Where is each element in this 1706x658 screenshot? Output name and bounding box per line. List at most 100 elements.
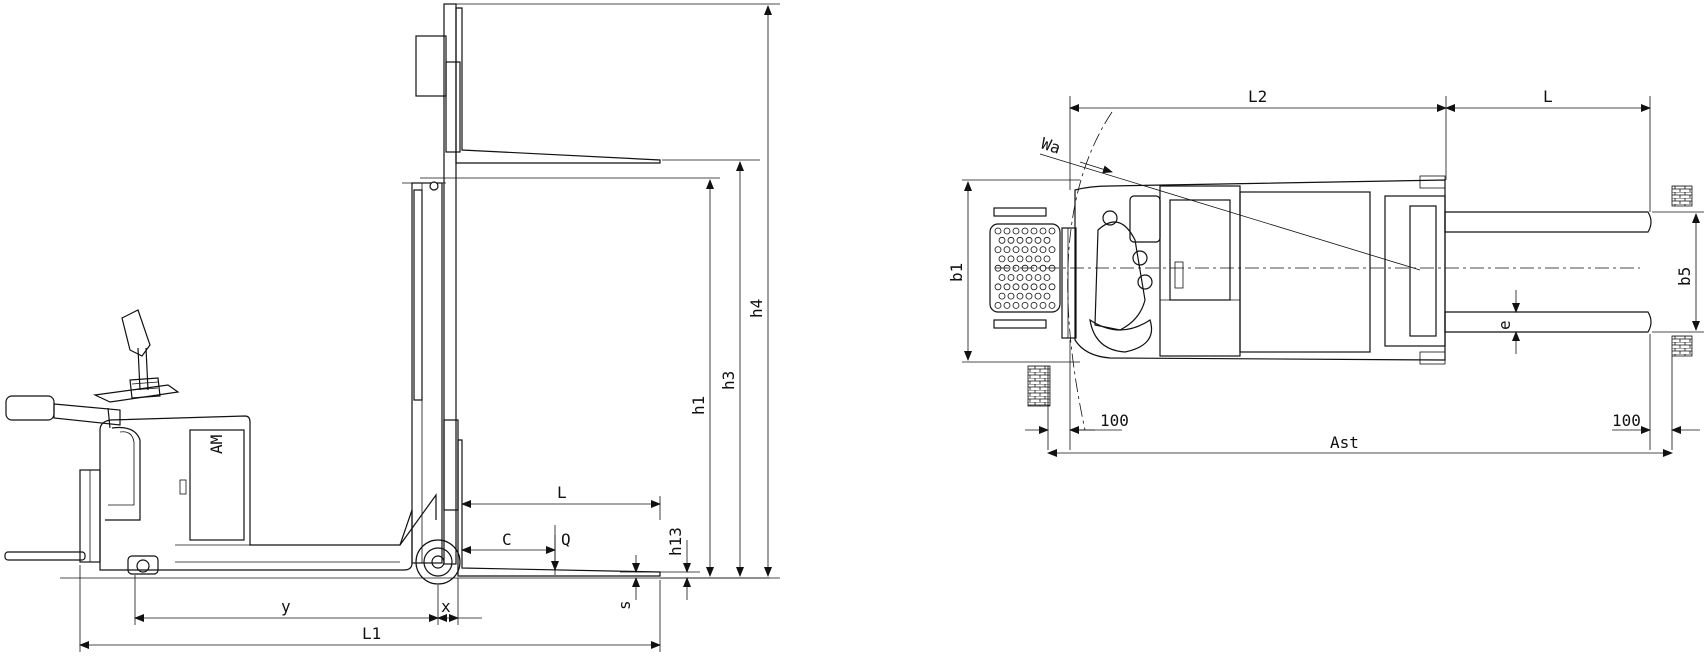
- platform-perforation: [1034, 274, 1042, 281]
- dim-L-side: L: [557, 483, 567, 502]
- platform-perforation: [1039, 301, 1047, 309]
- platform-perforation: [1043, 274, 1051, 281]
- platform-perforation: [1007, 255, 1015, 263]
- platform-perforation: [994, 227, 1002, 235]
- dim-C: C: [502, 530, 512, 549]
- platform-perforation: [1025, 255, 1033, 263]
- dim-L-top: L: [1543, 87, 1553, 106]
- turning-arc: [1067, 111, 1113, 431]
- platform-perforation: [1025, 274, 1033, 281]
- platform-perforation: [1012, 264, 1020, 272]
- forks-top: [1444, 211, 1652, 333]
- top-view: Wa L2 L b1 b5 e 100 100: [947, 87, 1704, 457]
- drive-wheel: [127, 555, 159, 575]
- dim-clear-right: 100: [1612, 411, 1641, 430]
- platform-perforation: [1030, 264, 1038, 272]
- platform-perforation: [998, 236, 1006, 244]
- platform-perforation: [1021, 246, 1029, 254]
- platform-perforation: [1043, 236, 1051, 244]
- dim-L2: L2: [1248, 87, 1267, 106]
- dim-b1: b1: [947, 263, 966, 282]
- platform-perforation: [1043, 292, 1051, 300]
- platform-perforation: [1043, 255, 1051, 263]
- platform-perforation: [1039, 264, 1047, 272]
- platform-perforation: [1003, 283, 1011, 291]
- dim-Q: Q: [561, 530, 571, 549]
- wall-block-right-bottom: [1671, 335, 1693, 357]
- platform-perforation: [1048, 264, 1056, 272]
- platform-perforation: [1048, 301, 1056, 309]
- tiller-top: [1089, 210, 1153, 353]
- wa-line: [1039, 153, 1421, 271]
- dim-L1: L1: [362, 624, 381, 643]
- platform-perforation: [994, 246, 1002, 254]
- platform-perforation: [998, 274, 1006, 281]
- platform-perforation: [998, 292, 1006, 300]
- platform-perforation: [994, 264, 1002, 272]
- side-view: AM: [4, 3, 780, 652]
- platform-perforation: [1016, 255, 1024, 263]
- wall-block-right-top: [1671, 185, 1693, 207]
- platform-perforation: [1016, 274, 1024, 281]
- platform-perforation: [1030, 283, 1038, 291]
- platform-perforation: [1016, 292, 1024, 300]
- platform-perforation: [998, 255, 1006, 263]
- platform-perforation: [1048, 246, 1056, 254]
- dim-h3: h3: [719, 371, 738, 390]
- platform-perforation: [1048, 283, 1056, 291]
- dim-Ast: Ast: [1330, 433, 1359, 452]
- dim-e: e: [1495, 320, 1514, 330]
- platform-perforation: [1039, 227, 1047, 235]
- platform-perforation: [1030, 227, 1038, 235]
- platform-perforation: [1039, 246, 1047, 254]
- platform-perforation: [1034, 236, 1042, 244]
- wall-block-left: [1027, 365, 1051, 407]
- platform-perforation: [1007, 274, 1015, 281]
- dim-h1: h1: [689, 396, 708, 415]
- platform-perforation: [1048, 227, 1056, 235]
- platform-perforation: [1003, 301, 1011, 309]
- platform-perforation: [1021, 283, 1029, 291]
- platform-perforation: [1021, 264, 1029, 272]
- mast: [402, 3, 459, 565]
- platform-perforation: [1003, 227, 1011, 235]
- platform-perforation: [1007, 292, 1015, 300]
- platform-perforation: [1012, 301, 1020, 309]
- raised-fork: [445, 7, 661, 164]
- platform-perforation: [1025, 292, 1033, 300]
- platform-perforation: [1021, 227, 1029, 235]
- dim-s: s: [615, 600, 634, 610]
- platform-perforation: [994, 283, 1002, 291]
- platform-perforation: [1025, 236, 1033, 244]
- platform-perforation: [1021, 301, 1029, 309]
- platform-perforation: [1003, 264, 1011, 272]
- platform-perforation: [1012, 283, 1020, 291]
- platform-perforation: [1016, 236, 1024, 244]
- platform-perforation: [1039, 283, 1047, 291]
- dim-h13: h13: [666, 527, 685, 556]
- platform-perforation: [994, 301, 1002, 309]
- platform-perforation: [1030, 301, 1038, 309]
- dim-clear-left: 100: [1100, 411, 1129, 430]
- side-handle: [5, 395, 121, 429]
- side-dimensions: y x L1 L C Q h13: [79, 3, 780, 652]
- tiller: [92, 309, 180, 403]
- dim-y: y: [281, 597, 291, 616]
- truck-body: [1074, 175, 1446, 365]
- platform-perforation: [1007, 236, 1015, 244]
- brand-mark: AM: [207, 435, 226, 454]
- platform-perforation: [1012, 227, 1020, 235]
- dim-b5: b5: [1675, 267, 1694, 286]
- platform-perforation: [1034, 292, 1042, 300]
- platform-perforation: [1030, 246, 1038, 254]
- load-wheel: [415, 539, 461, 585]
- chassis: AM: [4, 415, 437, 571]
- operator-platform: [989, 207, 1077, 339]
- platform-perforation: [1003, 246, 1011, 254]
- lowered-fork: [457, 439, 661, 577]
- dim-h4: h4: [747, 299, 766, 318]
- dim-Wa: Wa: [1039, 134, 1063, 158]
- platform-perforation: [1034, 255, 1042, 263]
- platform-perforation: [1012, 246, 1020, 254]
